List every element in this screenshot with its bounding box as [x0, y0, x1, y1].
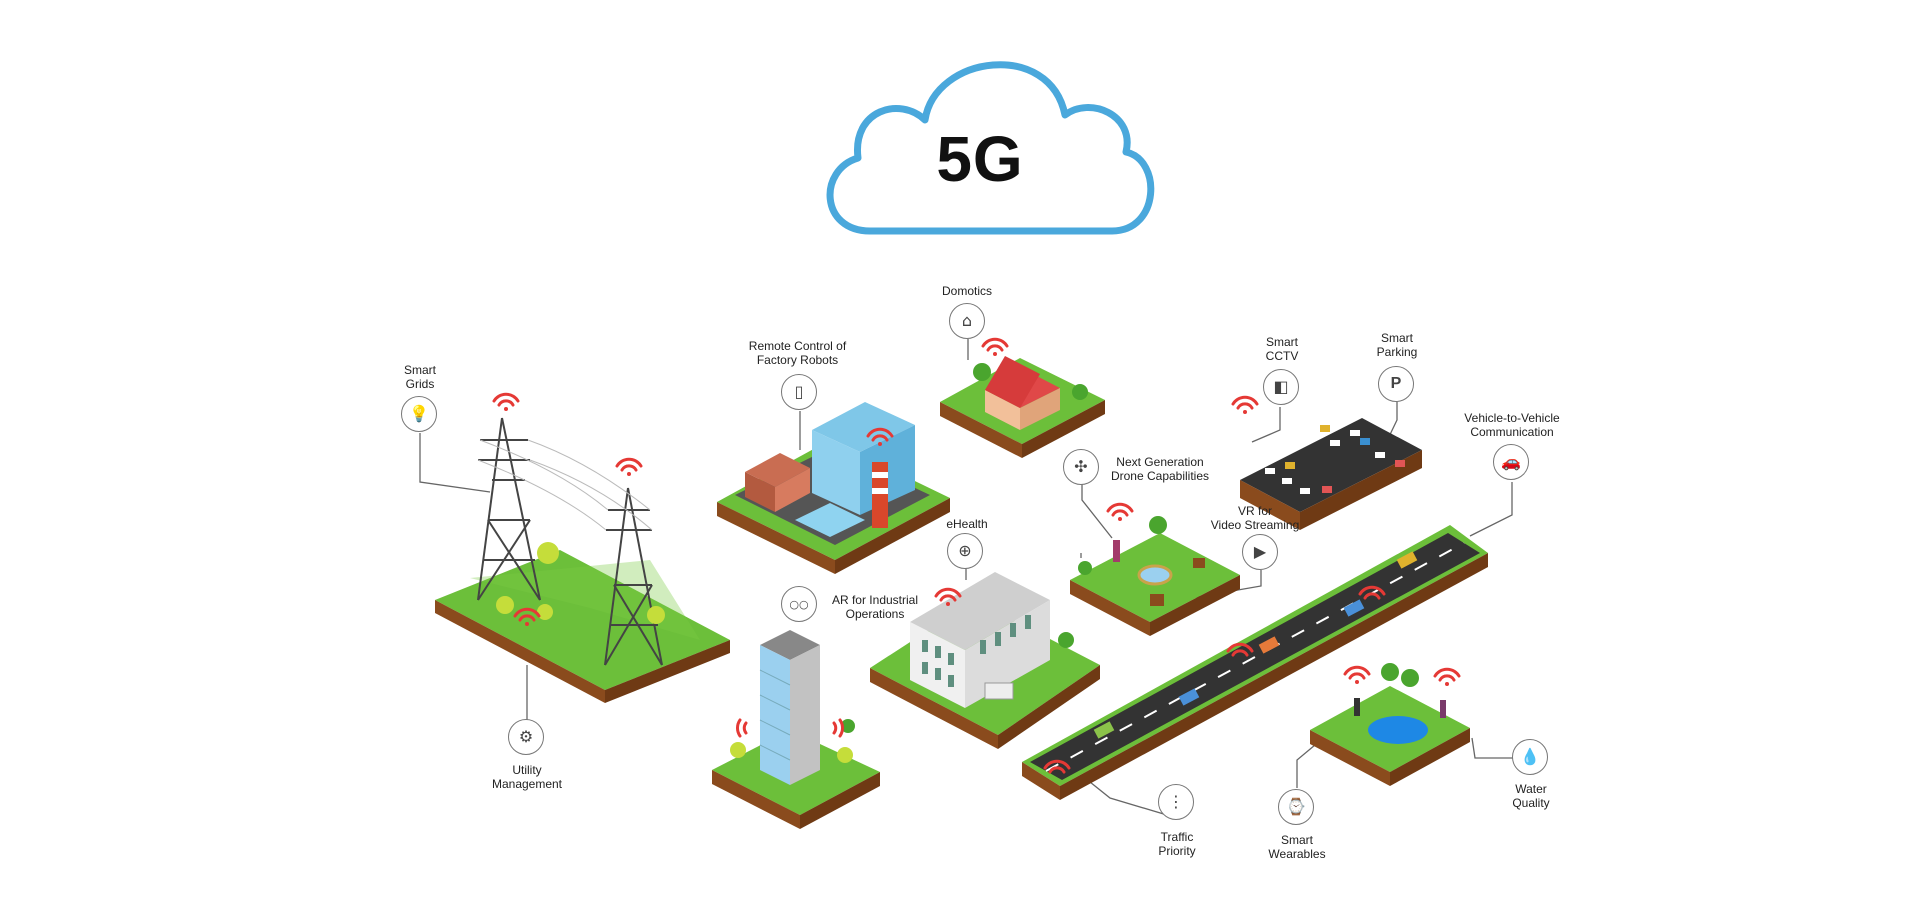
5g-cloud [826, 61, 1155, 235]
water-tap-icon: 💧 [1512, 739, 1548, 775]
ar-tower-tile [712, 630, 880, 829]
ar-glasses-icon: ○○ [781, 586, 817, 622]
drone-icon: ✣ [1063, 449, 1099, 485]
smartwatch-icon: ⌚ [1278, 789, 1314, 825]
domotics-tile [940, 356, 1105, 458]
ehealth-tile [870, 572, 1100, 749]
car-icon: 🚗 [1493, 444, 1529, 480]
smartphone-icon: ▯ [781, 374, 817, 410]
traffic-light-icon: ⋮ [1158, 784, 1194, 820]
grid-trees [496, 542, 665, 624]
smart-grid-tile [435, 550, 730, 703]
transmission-tower-right [604, 487, 663, 666]
video-play-icon: ▶ [1242, 534, 1278, 570]
parking-icon: P [1378, 366, 1414, 402]
laptop-medical-icon: ⊕ [947, 533, 983, 569]
smart-home-icon: ⌂ [949, 303, 985, 339]
lake-tile [1310, 663, 1470, 786]
cctv-camera-icon: ◧ [1263, 369, 1299, 405]
transmission-tower-left [477, 417, 541, 601]
connector-lines [419, 339, 1514, 819]
label-domotics: Domotics [941, 284, 992, 298]
label-ehealth: eHealth [946, 517, 988, 531]
parking-tile [1240, 418, 1422, 530]
signal-icons [492, 337, 1461, 774]
lightbulb-icon: 💡 [401, 396, 437, 432]
cloud-title: 5G [936, 123, 1024, 195]
factory-tile [717, 402, 950, 574]
park-tile [1070, 516, 1240, 636]
gear-lightning-icon: ⚙ [508, 719, 544, 755]
power-lines [477, 439, 653, 531]
